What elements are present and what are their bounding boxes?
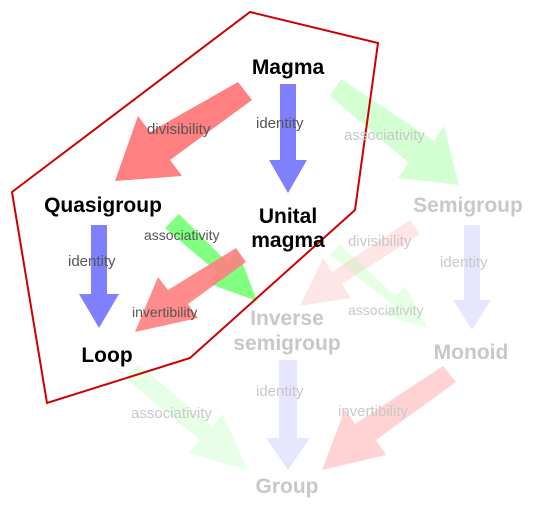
arrow-magma-unital: [269, 84, 307, 193]
faded-arrows: [125, 79, 491, 470]
edge-label-monoid-group: invertibility: [338, 403, 409, 420]
node-quasigroup: Quasigroup: [44, 194, 162, 217]
arrow-quasigroup-inverse: [165, 214, 257, 301]
edge-label-unital-loop: invertibility: [132, 304, 197, 320]
node-inverse-semigroup-line1: Inverse: [250, 307, 324, 330]
edge-label-loop-group: associativity: [131, 405, 212, 422]
edge-label-quasigroup-inverse: associativity: [144, 227, 219, 243]
edge-label-semigroup-monoid: identity: [440, 254, 488, 271]
arrow-semigroup-monoid: [453, 225, 491, 330]
edge-labels: divisibility identity associativity iden…: [68, 115, 488, 422]
arrow-unital-monoid: [330, 244, 428, 328]
arrow-loop-group: [125, 364, 247, 470]
node-inverse-semigroup-line2: semigroup: [233, 332, 340, 355]
magma-region-boundary: [10, 10, 380, 405]
edge-label-quasigroup-loop: identity: [68, 253, 116, 270]
node-magma: Magma: [252, 56, 325, 79]
edge-label-magma-quasigroup: divisibility: [147, 121, 211, 138]
edge-label-magma-unital: identity: [256, 115, 304, 132]
node-group: Group: [256, 475, 319, 498]
edge-label-unital-monoid: associativity: [348, 302, 423, 318]
arrow-unital-loop: [135, 248, 246, 332]
arrow-quasigroup-loop: [79, 225, 119, 328]
edge-label-inverse-group: identity: [256, 383, 304, 400]
arrow-monoid-group: [322, 366, 456, 470]
node-unital-magma-line2: magma: [251, 229, 325, 252]
active-arrows: [79, 82, 307, 332]
arrow-magma-quasigroup: [115, 82, 252, 181]
arrow-magma-semigroup: [330, 79, 459, 185]
node-unital-magma-line1: Unital: [259, 205, 317, 228]
node-loop: Loop: [81, 344, 132, 367]
edge-label-magma-semigroup: associativity: [344, 127, 425, 144]
edge-label-semigroup-inverse: divisibility: [348, 233, 412, 250]
node-monoid: Monoid: [434, 341, 509, 364]
arrow-inverse-group: [266, 360, 310, 470]
arrow-semigroup-inverse: [300, 220, 420, 306]
node-labels: Magma Quasigroup Unital magma Loop Semig…: [44, 56, 523, 498]
node-semigroup: Semigroup: [413, 194, 523, 217]
